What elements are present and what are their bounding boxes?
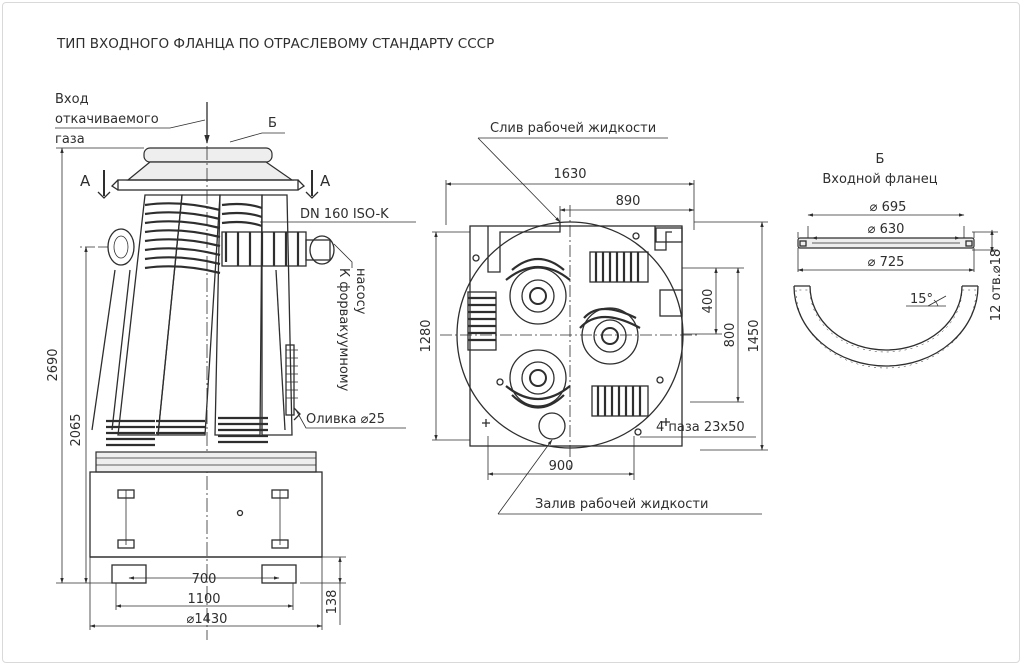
flange-title: Входной фланец xyxy=(822,172,937,187)
right-fitting xyxy=(285,344,295,416)
drain-label: Оливка ⌀25 xyxy=(306,412,385,427)
section-label-left: А xyxy=(80,172,91,190)
dim-1100: 1100 xyxy=(187,592,220,607)
lower-cooling-coils xyxy=(106,416,268,447)
inlet-flange-view: Б Входной фланец ⌀ 695 ⌀ 630 ⌀ 725 15° 1… xyxy=(793,152,1004,369)
drain-liquid-label: Слив рабочей жидкости xyxy=(490,121,656,136)
foot-left xyxy=(111,564,147,584)
dim-1630: 1630 xyxy=(553,167,586,182)
plan-coils xyxy=(467,251,649,417)
flange-bowl-outer xyxy=(793,285,979,367)
drawing-title: ТИП ВХОДНОГО ФЛАНЦА ПО ОТРАСЛЕВОМУ СТАНД… xyxy=(56,36,494,52)
holes-label: 12 отв.⌀18 xyxy=(989,249,1004,321)
pump-1 xyxy=(509,267,567,325)
side-port-left xyxy=(107,228,135,266)
dim-400: 400 xyxy=(701,289,716,314)
flange-ref: Б xyxy=(876,152,885,167)
flange-ref-label: Б xyxy=(268,116,277,131)
dim-890: 890 xyxy=(616,194,641,209)
dim-1450: 1450 xyxy=(747,319,762,352)
dim-700: 700 xyxy=(192,572,217,587)
chamber-right xyxy=(214,194,263,436)
dim-1280: 1280 xyxy=(419,319,434,352)
pump-plan-view: Слив рабочей жидкости Залив рабочей жидк… xyxy=(419,121,768,515)
dn-label: DN 160 ISO-K xyxy=(300,207,389,222)
pump-3 xyxy=(509,349,567,407)
forevacuum-label-1: К форвакуумному xyxy=(336,268,351,392)
dim-725: ⌀ 725 xyxy=(868,255,905,270)
base-stand xyxy=(89,471,323,558)
top-plate xyxy=(117,179,299,191)
dim-900: 900 xyxy=(549,459,574,474)
section-label-right: А xyxy=(320,172,331,190)
pump-elevation-view: Вход откачиваемого газа Б А А DN 160 ISO… xyxy=(46,92,416,640)
inlet-cone xyxy=(126,161,294,181)
dim-2065: 2065 xyxy=(69,413,84,446)
inlet-label-2: откачиваемого xyxy=(55,112,159,127)
dim-695: ⌀ 695 xyxy=(870,200,907,215)
foot-right xyxy=(261,564,297,584)
base-ring xyxy=(95,451,317,473)
dim-138: 138 xyxy=(325,590,340,615)
pump-2 xyxy=(581,307,639,365)
inlet-label-1: Вход xyxy=(55,92,89,107)
dim-800: 800 xyxy=(723,323,738,348)
angle-label: 15° xyxy=(910,292,933,307)
slots-label: 4 паза 23x50 xyxy=(656,420,745,435)
dim-1430: ⌀1430 xyxy=(187,612,228,627)
inlet-label-3: газа xyxy=(55,132,85,147)
dim-2690: 2690 xyxy=(46,348,61,381)
forevacuum-label-2: насосу xyxy=(353,268,368,315)
dim-630: ⌀ 630 xyxy=(868,222,905,237)
inlet-flange-top xyxy=(143,147,273,163)
upper-cooling-coils xyxy=(144,202,335,275)
plan-outline xyxy=(469,225,683,447)
fill-liquid-label: Залив рабочей жидкости xyxy=(535,497,708,512)
